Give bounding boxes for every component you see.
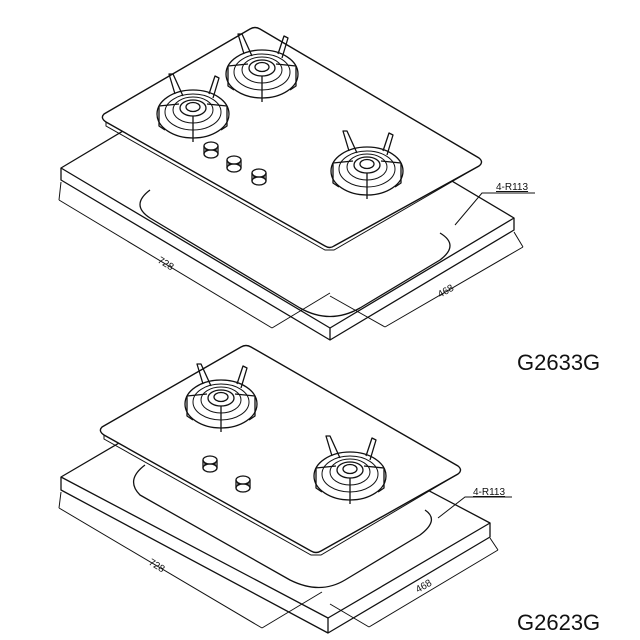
cutout-outline	[133, 464, 432, 589]
corner-radius-label: 4-R113	[496, 182, 528, 193]
dim-width-label: 468	[436, 283, 456, 301]
dimension-lines	[58, 181, 535, 329]
glass-top	[99, 344, 462, 554]
dim-length-label: 728	[146, 557, 166, 575]
drawing-g2633g: 728 468 4-R113	[58, 26, 535, 341]
dimension-lines	[58, 491, 512, 629]
dim-length-label: 728	[155, 255, 175, 273]
model-label: G2633G	[517, 350, 601, 375]
cutout-outline	[139, 189, 451, 318]
corner-radius-label: 4-R113	[473, 487, 505, 498]
drawing-g2623g: 728 468 4-R113	[58, 344, 512, 634]
model-label: G2623G	[517, 610, 601, 635]
